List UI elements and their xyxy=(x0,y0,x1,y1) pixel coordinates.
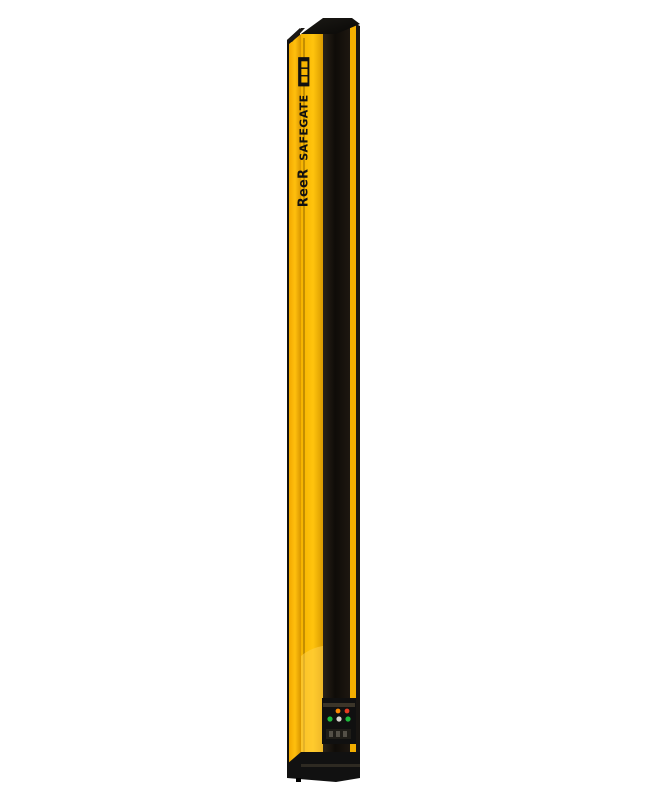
indicator-panel-trim xyxy=(323,703,355,707)
bottom-cap-highlight xyxy=(301,764,360,767)
optical-window xyxy=(323,20,350,772)
right-edge-shadow xyxy=(356,24,360,772)
indicator-led-green-1 xyxy=(327,716,333,722)
top-cap-rear xyxy=(287,28,305,42)
connector-detail-2 xyxy=(336,731,340,737)
indicator-led-green-2 xyxy=(345,716,351,722)
indicator-led-red xyxy=(344,708,350,714)
right-edge-strip xyxy=(350,20,356,772)
connector-detail xyxy=(329,731,333,737)
indicator-led-white xyxy=(336,716,342,722)
housing-front xyxy=(301,20,323,776)
top-cap xyxy=(301,18,360,34)
left-yellow-side xyxy=(289,34,301,774)
indicator-led-orange xyxy=(335,708,341,714)
lower-cover xyxy=(301,646,323,776)
front-foot-shadow xyxy=(296,778,301,782)
connector-detail-3 xyxy=(343,731,347,737)
